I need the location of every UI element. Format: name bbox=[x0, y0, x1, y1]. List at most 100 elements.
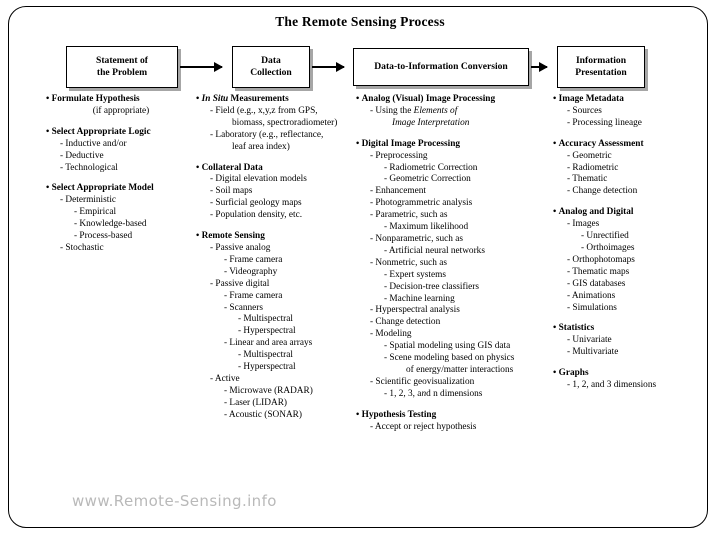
outline-item: - Scanners bbox=[224, 302, 263, 313]
spacer bbox=[553, 130, 713, 139]
outline-item: - Nonparametric, such as bbox=[370, 233, 463, 244]
outline-item: leaf area index) bbox=[232, 141, 290, 152]
outline-item: - Inductive and/or bbox=[60, 138, 127, 149]
outline-item: - Deterministic bbox=[60, 195, 117, 206]
outline-item: of energy/matter interactions bbox=[406, 364, 514, 375]
flow-box-statement-of-the-problem[interactable]: Statement of the Problem bbox=[66, 46, 178, 88]
spacer bbox=[553, 359, 713, 368]
outline-item: - Empirical bbox=[74, 207, 117, 218]
outline-item: - Scene modeling based on physics bbox=[384, 353, 515, 364]
outline-item: - Scientific geovisualization bbox=[370, 376, 475, 387]
outline-item: - Machine learning bbox=[384, 293, 455, 304]
spacer bbox=[553, 314, 713, 323]
outline-item: - Knowledge-based bbox=[74, 219, 147, 230]
outline-heading: Collateral Data bbox=[196, 163, 358, 175]
outline-item: - Simulations bbox=[567, 302, 617, 313]
flow-box-line2: Presentation bbox=[575, 67, 627, 78]
flow-box-line2: Collection bbox=[250, 67, 292, 78]
outline-heading: Analog (Visual) Image Processing bbox=[356, 94, 551, 106]
outline-item: - Microwave (RADAR) bbox=[224, 385, 313, 396]
outline-item: - Hyperspectral bbox=[238, 326, 296, 337]
outline-heading: Statistics bbox=[553, 323, 713, 335]
flow-box-line1: Data bbox=[261, 55, 281, 66]
flow-box-line2: the Problem bbox=[96, 67, 148, 78]
flow-box-line1: Data-to-Information Conversion bbox=[374, 61, 508, 72]
outline-item: - Technological bbox=[60, 162, 118, 173]
outline-item: - Linear and area arrays bbox=[224, 338, 313, 349]
outline-item: (if appropriate) bbox=[92, 105, 150, 116]
outline-item: - Radiometric Correction bbox=[384, 162, 478, 173]
outline-item: - Laser (LIDAR) bbox=[224, 397, 287, 408]
outline-item: - Enhancement bbox=[370, 186, 427, 197]
column-statement-of-the-problem: Formulate Hypothesis(if appropriate) Sele… bbox=[46, 94, 196, 255]
outline-item: - Modeling bbox=[370, 329, 412, 340]
outline-item: - Orthophotomaps bbox=[567, 254, 635, 265]
outline-item: - Active bbox=[210, 373, 240, 384]
outline-heading: In Situ Measurements bbox=[196, 94, 358, 106]
process-flow-diagram: Statement of the Problem Data Collection… bbox=[0, 44, 720, 90]
outline-item: - 1, 2, 3, and n dimensions bbox=[384, 388, 483, 399]
outline-item: - Maximum likelihood bbox=[384, 222, 469, 233]
flow-box-information-presentation[interactable]: Information Presentation bbox=[557, 46, 645, 88]
outline-item: - Stochastic bbox=[60, 242, 104, 253]
italic-text: Elements of bbox=[413, 105, 458, 116]
outline-item: - Multispectral bbox=[238, 314, 293, 325]
flow-box-data-to-information-conversion[interactable]: Data-to-Information Conversion bbox=[353, 48, 529, 86]
column-information-presentation: Image Metadata- Sources- Processing line… bbox=[553, 94, 713, 392]
outline-item: - Univariate bbox=[567, 335, 612, 346]
outline-item: - Field (e.g., x,y,z from GPS, bbox=[210, 105, 318, 116]
outline-item: - Change detection bbox=[567, 186, 638, 197]
flow-box-data-collection[interactable]: Data Collection bbox=[232, 46, 310, 88]
outline-item: - Expert systems bbox=[384, 269, 446, 280]
outline-heading: Image Metadata bbox=[553, 94, 713, 106]
outline-item: - Process-based bbox=[74, 231, 133, 242]
outline-item: - Geometric Correction bbox=[384, 174, 471, 185]
watermark: www.Remote-Sensing.info bbox=[72, 492, 277, 510]
outline-item: - Images bbox=[567, 219, 600, 230]
outline-heading: Select Appropriate Model bbox=[46, 183, 196, 195]
flow-arrow-3 bbox=[531, 62, 548, 72]
outline-heading: Formulate Hypothesis bbox=[46, 94, 196, 106]
outline-item: - Hyperspectral bbox=[238, 362, 296, 373]
outline-item: - Thematic maps bbox=[567, 266, 630, 277]
diagram-frame bbox=[8, 6, 708, 528]
outline-heading: Accuracy Assessment bbox=[553, 139, 713, 151]
outline-item: - Geometric bbox=[567, 150, 612, 161]
outline-item: - Spatial modeling using GIS data bbox=[384, 341, 511, 352]
outline-item: - 1, 2, and 3 dimensions bbox=[567, 380, 657, 391]
column-data-to-information-conversion: Analog (Visual) Image Processing- Using … bbox=[356, 94, 551, 433]
outline-item: - Surficial geology maps bbox=[210, 198, 302, 209]
outline-item: - Frame camera bbox=[224, 254, 283, 265]
outline-item: - Passive digital bbox=[210, 278, 270, 289]
outline-item: - Passive analog bbox=[210, 242, 271, 253]
outline-item: - Videography bbox=[224, 266, 278, 277]
outline-heading: Graphs bbox=[553, 368, 713, 380]
outline-heading: Analog and Digital bbox=[553, 207, 713, 219]
outline-item: - Processing lineage bbox=[567, 117, 642, 128]
outline-item: - Orthoimages bbox=[581, 242, 635, 253]
outline-item: - Photogrammetric analysis bbox=[370, 198, 473, 209]
outline-item: - Animations bbox=[567, 290, 616, 301]
flow-box-line1: Statement of bbox=[96, 55, 148, 66]
outline-item: - Population density, etc. bbox=[210, 210, 303, 221]
spacer bbox=[196, 222, 358, 231]
outline-item: - Acoustic (SONAR) bbox=[224, 409, 302, 420]
italic-text: n bbox=[421, 388, 427, 399]
page-title: The Remote Sensing Process bbox=[275, 14, 445, 29]
spacer bbox=[46, 118, 196, 127]
outline-heading: Select Appropriate Logic bbox=[46, 127, 196, 139]
outline-heading: Digital Image Processing bbox=[356, 139, 551, 151]
outline-item: - Radiometric bbox=[567, 162, 619, 173]
flow-box-line1: Information bbox=[575, 55, 627, 66]
outline-item: - Thematic bbox=[567, 174, 608, 185]
outline-item: - Parametric, such as bbox=[370, 210, 448, 221]
outline-item: Image Interpretation bbox=[392, 117, 470, 128]
spacer bbox=[46, 174, 196, 183]
outline-item: - Nonmetric, such as bbox=[370, 257, 447, 268]
outline-item: - Multispectral bbox=[238, 350, 293, 361]
outline-item: - Preprocessing bbox=[370, 150, 428, 161]
spacer bbox=[356, 401, 551, 410]
outline-item: - Unrectified bbox=[581, 231, 629, 242]
spacer bbox=[196, 154, 358, 163]
outline-item: - Change detection bbox=[370, 317, 441, 328]
